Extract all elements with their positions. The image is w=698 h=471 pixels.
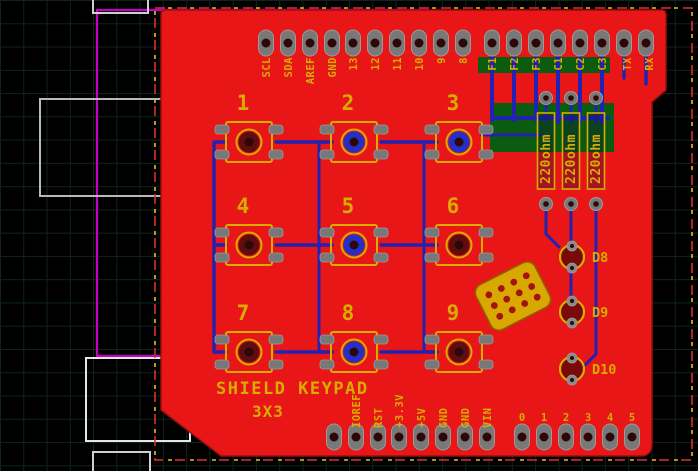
pin-label: TX (622, 57, 634, 71)
pin-label: 4 (607, 412, 613, 424)
pin-label: GND (460, 408, 472, 428)
pad[interactable] (602, 423, 618, 451)
led-d10[interactable]: D10 (558, 351, 616, 387)
pin-label: GND (438, 408, 450, 428)
pin-label: F1 (487, 57, 499, 71)
pin-label: 5 (629, 412, 635, 424)
pad[interactable] (536, 423, 552, 451)
pin-label: +5V (416, 407, 428, 428)
silkscreen-subtitle: 3X3 (252, 402, 284, 421)
led-ref-label: D10 (592, 362, 616, 378)
pin-label: 3 (585, 412, 591, 424)
pin-label: AREF (305, 57, 317, 84)
key-number: 6 (447, 194, 460, 218)
led-d9[interactable]: D9 (558, 294, 608, 330)
pin-label: 10 (414, 57, 426, 71)
top-left-pin-labels: SCL SDA AREF GND 13 12 11 10 9 8 (261, 57, 470, 84)
pin-label: SCL (261, 57, 273, 77)
pad[interactable] (433, 29, 449, 57)
resistor-value-label: 220ohm (589, 134, 604, 184)
key-numbers: 1 2 3 4 5 6 7 8 9 (237, 91, 460, 325)
key-5-switch[interactable] (319, 224, 389, 266)
pad[interactable] (558, 423, 574, 451)
pin-label: 8 (458, 57, 470, 64)
analog-pin-labels: 0 1 2 3 4 5 (519, 412, 635, 424)
key-2-switch[interactable] (319, 121, 389, 163)
pad[interactable] (258, 29, 274, 57)
key-3-switch[interactable] (424, 121, 494, 163)
pad[interactable] (594, 29, 610, 57)
pad[interactable] (324, 29, 340, 57)
pad[interactable] (367, 29, 383, 57)
resistor-r1[interactable]: 220ohm (536, 90, 556, 212)
led-ref-label: D8 (592, 250, 608, 266)
pin-label: 11 (392, 57, 404, 71)
pin-label: 1 (541, 412, 547, 424)
pin-label: C1 (553, 57, 565, 71)
key-1-switch[interactable] (214, 121, 284, 163)
pin-label: RST (373, 408, 385, 428)
pad[interactable] (326, 423, 342, 451)
key-number: 2 (342, 91, 355, 115)
frame-top-left (92, 0, 149, 14)
keypad-logo-dots (485, 272, 541, 320)
pad[interactable] (455, 29, 471, 57)
pad[interactable] (506, 29, 522, 57)
resistor-r2[interactable]: 220ohm (561, 90, 581, 212)
pin-label: F3 (531, 57, 543, 71)
key-number: 8 (342, 301, 355, 325)
key-8-switch[interactable] (319, 331, 389, 373)
pin-label: GND (327, 57, 339, 77)
key-number: 3 (447, 91, 460, 115)
top-right-pin-labels: F1 F2 F3 C1 C2 C3 TX RX (487, 57, 656, 71)
led-ref-label: D9 (592, 305, 608, 321)
key-number: 9 (447, 301, 460, 325)
pin-label: RX (644, 57, 656, 71)
keypad-logo[interactable] (472, 259, 554, 334)
key-4-switch[interactable] (214, 224, 284, 266)
key-number: 1 (237, 91, 250, 115)
key-6-switch[interactable] (424, 224, 494, 266)
pad[interactable] (550, 29, 566, 57)
pin-label: C2 (575, 57, 587, 71)
pad[interactable] (624, 423, 640, 451)
pin-label: SDA (283, 57, 295, 78)
pad[interactable] (389, 29, 405, 57)
pad[interactable] (302, 29, 318, 57)
pad[interactable] (572, 29, 588, 57)
frame-bottom-small (92, 451, 151, 471)
pad[interactable] (484, 29, 500, 57)
power-pin-labels: IOREF RST +3.3V +5V GND GND VIN (351, 394, 494, 428)
led-d8[interactable]: D8 (558, 239, 608, 275)
key-number: 4 (237, 194, 250, 218)
resistor-value-label: 220ohm (539, 134, 554, 184)
key-9-switch[interactable] (424, 331, 494, 373)
pin-label: IOREF (351, 394, 363, 428)
resistor-r3[interactable]: 220ohm (586, 90, 606, 212)
key-7-switch[interactable] (214, 331, 284, 373)
pin-label: 9 (436, 57, 448, 64)
silkscreen-title: SHIELD KEYPAD (216, 379, 369, 399)
pin-label: +3.3V (394, 394, 406, 428)
key-number: 7 (237, 301, 250, 325)
pad[interactable] (280, 29, 296, 57)
pin-label: VIN (482, 408, 494, 428)
pad[interactable] (514, 423, 530, 451)
resistor-value-label: 220ohm (564, 134, 579, 184)
pin-label: F2 (509, 57, 521, 71)
pad[interactable] (580, 423, 596, 451)
pin-label: 2 (563, 412, 569, 424)
board-dimension-outline (154, 7, 693, 461)
pin-label: 13 (348, 57, 360, 71)
pad[interactable] (345, 29, 361, 57)
pin-label: C3 (597, 57, 609, 71)
pad[interactable] (411, 29, 427, 57)
key-number: 5 (342, 194, 355, 218)
pad[interactable] (528, 29, 544, 57)
pad[interactable] (638, 29, 654, 57)
pad[interactable] (616, 29, 632, 57)
pin-label: 0 (519, 412, 525, 424)
pin-label: 12 (370, 57, 382, 71)
